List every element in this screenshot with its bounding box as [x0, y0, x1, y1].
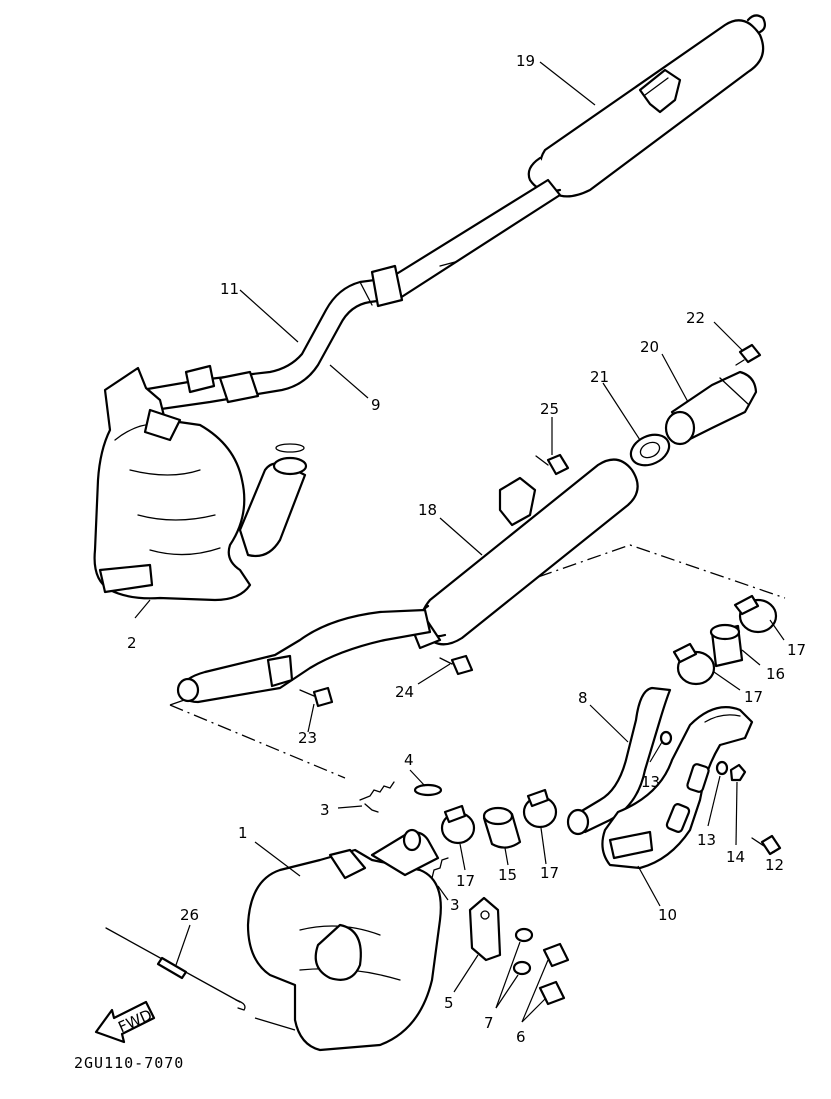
muffler-19 [527, 14, 767, 198]
callout-14: 14 [726, 848, 745, 866]
callout-8: 8 [578, 689, 588, 707]
callout-17-a: 17 [787, 641, 806, 659]
callout-25: 25 [540, 400, 559, 418]
callout-17-b: 17 [744, 688, 763, 706]
diagram-code: 2GU110-7070 [74, 1054, 184, 1072]
callout-26: 26 [180, 906, 199, 924]
clamp-17-right [522, 788, 558, 829]
callout-15: 15 [498, 866, 517, 884]
washer-14 [729, 763, 747, 782]
callout-3-lower: 3 [450, 896, 460, 914]
clamp-17-upper [733, 594, 778, 634]
leader-lines [134, 61, 785, 1031]
callout-17-c: 17 [456, 872, 475, 890]
callout-12: 12 [765, 856, 784, 874]
bolts-6 [538, 942, 570, 1006]
fwd-label: FWD [115, 1006, 154, 1037]
callout-17-d: 17 [540, 864, 559, 882]
callout-13-b: 13 [697, 831, 716, 849]
heat-guard-10 [601, 706, 754, 870]
pipe-8 [566, 686, 672, 836]
callout-22: 22 [686, 309, 705, 327]
bracket-5 [468, 896, 502, 962]
bolt-12 [751, 834, 782, 856]
callout-3-upper: 3 [320, 801, 330, 819]
ring-4 [413, 783, 443, 797]
bolt-25 [535, 453, 570, 476]
callout-23: 23 [298, 729, 317, 747]
joint-15 [482, 806, 522, 849]
callout-1: 1 [238, 824, 248, 842]
callout-13-a: 13 [641, 773, 660, 791]
spring-3-upper [359, 781, 395, 813]
callout-11: 11 [220, 280, 239, 298]
bolt-22 [735, 343, 762, 366]
clamp-17-left [440, 804, 476, 845]
sleeve-16 [709, 623, 744, 668]
fwd-arrow-icon: FWD [94, 1000, 156, 1044]
callout-16: 16 [766, 665, 785, 683]
bolt-23 [299, 686, 334, 708]
callout-21: 21 [590, 368, 609, 386]
callout-7: 7 [484, 1014, 494, 1032]
nut-13b [715, 760, 729, 776]
exhaust-pipe-9-11 [124, 178, 562, 416]
gasket-21 [629, 433, 671, 467]
silencer-pipe [176, 608, 432, 704]
callout-20: 20 [640, 338, 659, 356]
bolt-24 [439, 654, 474, 676]
callout-9: 9 [371, 396, 381, 414]
callout-labels: 19 11 9 2 22 20 21 25 18 24 23 17 16 17 … [127, 52, 806, 1046]
callout-5: 5 [444, 994, 454, 1012]
nut-13a [659, 730, 673, 746]
callout-24: 24 [395, 683, 414, 701]
clamp-17-mid [672, 642, 716, 686]
expansion-chamber-1 [246, 828, 442, 1052]
callout-19: 19 [516, 52, 535, 70]
callout-10: 10 [658, 906, 677, 924]
rod-26 [105, 927, 246, 1011]
callout-18: 18 [418, 501, 437, 519]
washers-7 [512, 927, 534, 976]
silencer-18 [410, 458, 639, 650]
callout-6: 6 [516, 1028, 526, 1046]
end-cap-20 [664, 370, 758, 446]
callout-2: 2 [127, 634, 137, 652]
callout-4: 4 [404, 751, 414, 769]
expansion-chamber-2 [93, 366, 308, 602]
